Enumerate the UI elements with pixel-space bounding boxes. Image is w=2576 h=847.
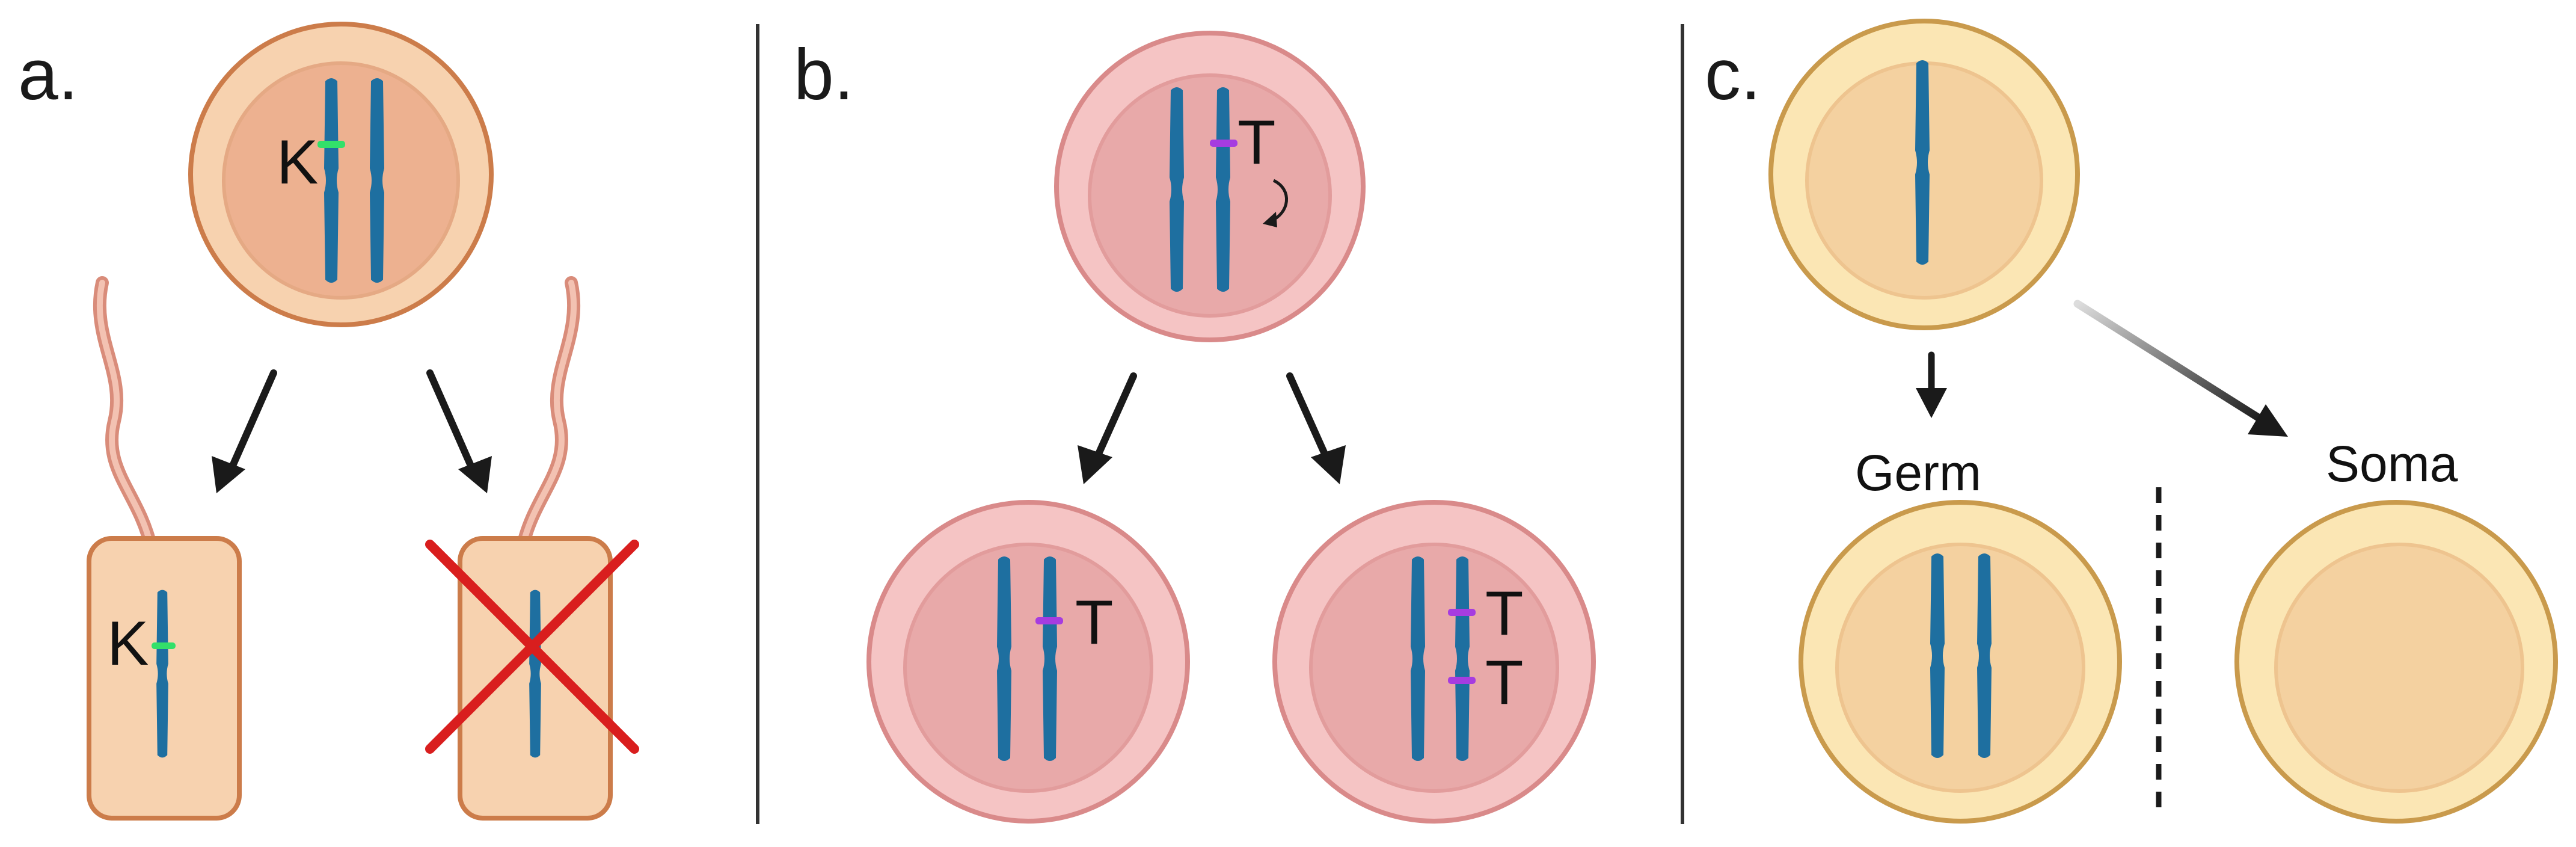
- k-marker: [152, 642, 176, 649]
- chromosome: [529, 590, 541, 758]
- t-marker: [1448, 677, 1476, 684]
- t-label-daughter-lower: T: [1485, 648, 1524, 718]
- k-label-parent: K: [277, 128, 318, 197]
- arrowhead-icon: [1078, 445, 1112, 484]
- arrow-icon: [2073, 300, 2268, 425]
- t-label-parent: T: [1237, 108, 1276, 177]
- k-marker: [317, 141, 345, 148]
- arrow-icon: [1091, 372, 1137, 467]
- arrowhead-icon: [458, 456, 492, 493]
- panel-b: b. T T: [794, 31, 1596, 824]
- panel-c-parent-cell: [1768, 19, 2080, 330]
- arrowhead-icon: [1916, 388, 1947, 418]
- chromosome: [1043, 556, 1057, 761]
- t-marker: [1448, 609, 1476, 616]
- t-marker: [1210, 140, 1237, 147]
- k-label-daughter: K: [107, 609, 149, 679]
- chromosome: [1977, 553, 1992, 758]
- panel-b-label: b.: [794, 34, 854, 115]
- t-label-daughter: T: [1075, 588, 1114, 658]
- panel-c-label: c.: [1705, 34, 1761, 115]
- t-marker: [1035, 617, 1063, 624]
- cross-icon: [425, 540, 639, 754]
- soma-label: Soma: [2326, 436, 2458, 492]
- arrowhead-icon: [2248, 404, 2288, 437]
- t-label-daughter-upper: T: [1485, 579, 1524, 648]
- chromosome: [370, 78, 384, 283]
- arrow-icon: [426, 369, 479, 479]
- germ-label: Germ: [1855, 445, 1981, 501]
- flagellum-left: [93, 276, 157, 551]
- panel-a-daughter-surviving: K: [87, 536, 242, 821]
- panel-a: a. K K: [18, 22, 639, 821]
- arrow-icon: [225, 369, 277, 479]
- arrow-icon: [1286, 372, 1332, 467]
- panel-c-germ-cell: [1799, 500, 2122, 824]
- panel-a-daughter-killed: [425, 536, 639, 821]
- chromosome: [324, 78, 339, 283]
- panel-a-label: a.: [18, 34, 78, 115]
- panel-a-parent-cell: K: [188, 22, 494, 327]
- panel-c-soma-cell: [2234, 500, 2558, 824]
- chromosome: [1455, 556, 1470, 761]
- panel-b-daughter-two-copies: T T: [1272, 500, 1596, 824]
- chromosome: [997, 556, 1011, 761]
- chromosome: [1915, 60, 1930, 265]
- chromosome: [1216, 87, 1230, 292]
- chromosome: [1170, 87, 1184, 292]
- arrowhead-icon: [1311, 445, 1346, 484]
- panel-b-parent-cell: T: [1054, 31, 1366, 342]
- chromosome: [1411, 556, 1425, 761]
- chromosome: [156, 590, 168, 758]
- chromosome: [1930, 553, 1945, 758]
- panel-c: c. Germ Soma: [1705, 19, 2558, 824]
- arrowhead-icon: [212, 456, 245, 493]
- flagellum-right: [517, 276, 580, 551]
- panel-b-daughter-one-copy: T: [866, 500, 1190, 824]
